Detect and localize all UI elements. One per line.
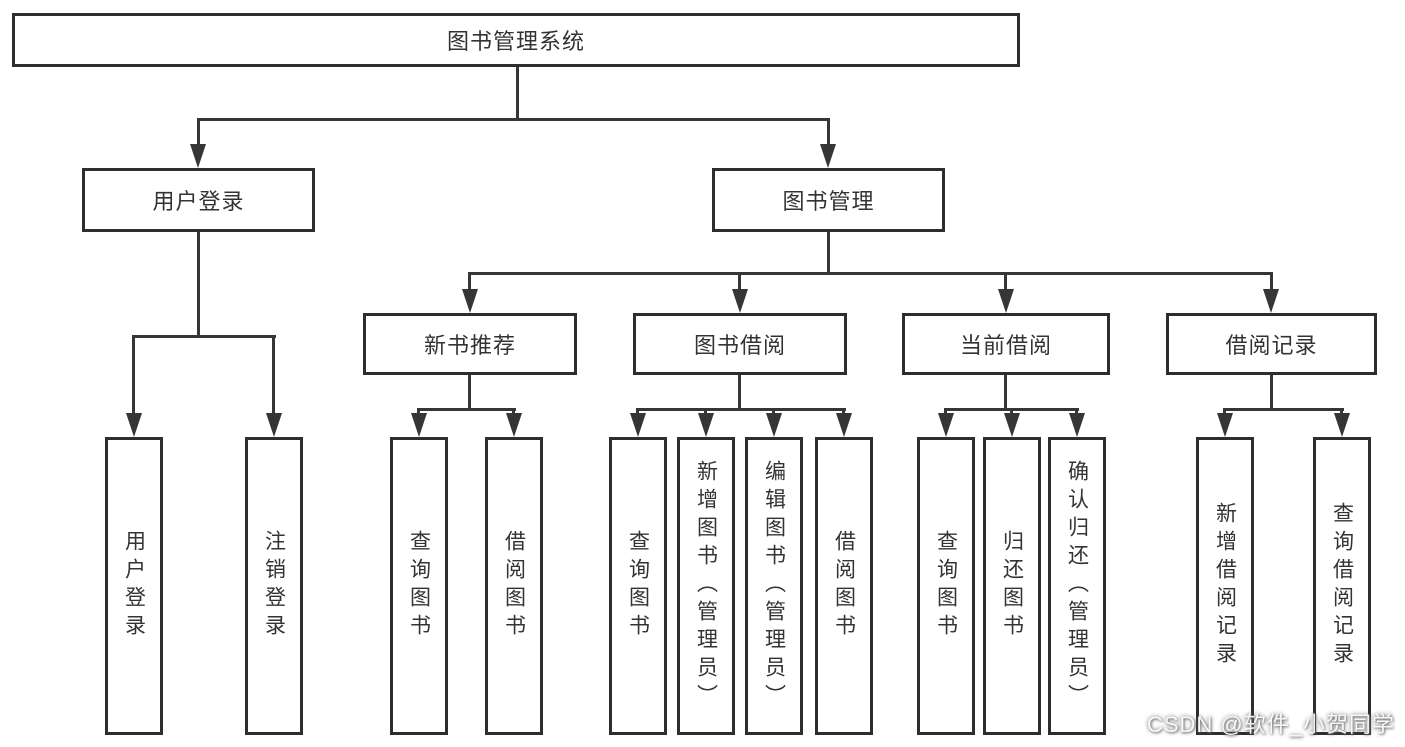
arrow-down-icon: [732, 289, 748, 313]
v-line: [827, 118, 830, 156]
arrow-down-icon: [411, 413, 427, 437]
node-borrow-record-label: 借阅记录: [1225, 333, 1318, 358]
node-current-borrow: 当前借阅: [902, 313, 1110, 375]
leaf-borrow-borrow-book: 借阅图书: [815, 437, 873, 735]
node-current-borrow-label: 当前借阅: [959, 333, 1052, 358]
leaf-borrow-query-book-label: 查询图书: [626, 530, 650, 642]
leaf-current-confirm-return: 确认归还（管理员）: [1048, 437, 1106, 735]
node-book-management: 图书管理: [712, 168, 945, 232]
arrow-down-icon: [1217, 413, 1233, 437]
node-book-borrow: 图书借阅: [633, 313, 847, 375]
node-book-management-label: 图书管理: [782, 189, 875, 214]
arrow-down-icon: [938, 413, 954, 437]
leaf-current-confirm-return-label: 确认归还（管理员）: [1065, 460, 1089, 712]
v-line: [827, 232, 830, 275]
node-root: 图书管理系统: [12, 13, 1020, 67]
leaf-logout-label: 注销登录: [262, 530, 286, 642]
arrow-down-icon: [1263, 289, 1279, 313]
leaf-record-query: 查询借阅记录: [1313, 437, 1371, 735]
v-line: [132, 335, 135, 425]
v-line: [468, 375, 471, 408]
h-line: [417, 408, 516, 411]
arrow-down-icon: [190, 144, 206, 168]
v-line: [1270, 375, 1273, 408]
leaf-current-return-book-label: 归还图书: [1000, 530, 1024, 642]
arrow-down-icon: [506, 413, 522, 437]
v-line: [272, 335, 275, 425]
leaf-borrow-add-book: 新增图书（管理员）: [677, 437, 735, 735]
v-line: [468, 272, 471, 301]
v-line: [516, 67, 519, 118]
leaf-borrow-edit-book: 编辑图书（管理员）: [745, 437, 803, 735]
h-line: [197, 118, 830, 121]
leaf-record-query-label: 查询借阅记录: [1330, 502, 1354, 670]
leaf-user-login-label: 用户登录: [122, 530, 146, 642]
h-line: [1223, 408, 1344, 411]
leaf-recommend-borrow-book: 借阅图书: [485, 437, 543, 735]
node-book-borrow-label: 图书借阅: [693, 333, 786, 358]
leaf-current-query-book-label: 查询图书: [934, 530, 958, 642]
leaf-borrow-add-book-label: 新增图书（管理员）: [694, 460, 718, 712]
leaf-recommend-query-book-label: 查询图书: [407, 530, 431, 642]
arrow-down-icon: [836, 413, 852, 437]
arrow-down-icon: [998, 289, 1014, 313]
h-line: [468, 272, 1273, 275]
leaf-borrow-borrow-book-label: 借阅图书: [832, 530, 856, 642]
leaf-logout: 注销登录: [245, 437, 303, 735]
node-borrow-record: 借阅记录: [1166, 313, 1377, 375]
arrow-down-icon: [698, 413, 714, 437]
csdn-watermark: CSDN @软件_小贺同学: [1146, 712, 1395, 737]
leaf-borrow-query-book: 查询图书: [609, 437, 667, 735]
node-root-label: 图书管理系统: [446, 29, 585, 54]
node-new-book-recommend: 新书推荐: [363, 313, 577, 375]
v-line: [1270, 272, 1273, 301]
v-line: [738, 375, 741, 408]
node-user-login: 用户登录: [82, 168, 315, 232]
v-line: [738, 272, 741, 301]
v-line: [197, 118, 200, 156]
arrow-down-icon: [266, 413, 282, 437]
arrow-down-icon: [1334, 413, 1350, 437]
leaf-borrow-edit-book-label: 编辑图书（管理员）: [762, 460, 786, 712]
v-line: [197, 232, 200, 335]
leaf-recommend-borrow-book-label: 借阅图书: [502, 530, 526, 642]
leaf-current-return-book: 归还图书: [983, 437, 1041, 735]
leaf-record-add-label: 新增借阅记录: [1213, 502, 1237, 670]
arrow-down-icon: [1004, 413, 1020, 437]
arrow-down-icon: [462, 289, 478, 313]
h-line: [132, 335, 276, 338]
leaf-record-add: 新增借阅记录: [1196, 437, 1254, 735]
node-user-login-label: 用户登录: [152, 189, 245, 214]
leaf-recommend-query-book: 查询图书: [390, 437, 448, 735]
arrow-down-icon: [820, 144, 836, 168]
arrow-down-icon: [766, 413, 782, 437]
v-line: [1004, 272, 1007, 301]
h-line: [636, 408, 846, 411]
arrow-down-icon: [1069, 413, 1085, 437]
node-new-book-recommend-label: 新书推荐: [423, 333, 516, 358]
v-line: [1004, 375, 1007, 408]
leaf-current-query-book: 查询图书: [917, 437, 975, 735]
arrow-down-icon: [630, 413, 646, 437]
leaf-user-login: 用户登录: [105, 437, 163, 735]
arrow-down-icon: [126, 413, 142, 437]
